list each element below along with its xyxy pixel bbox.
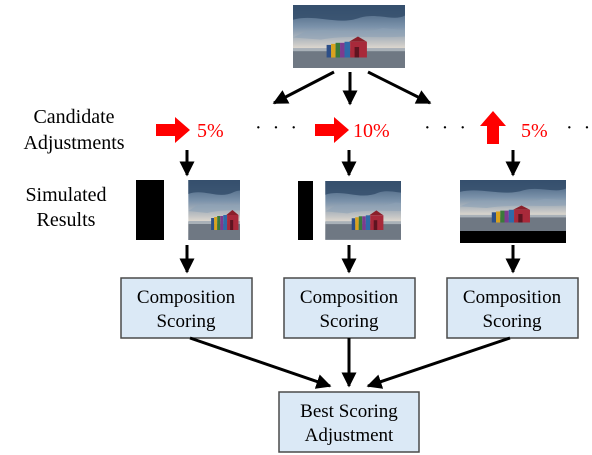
simulated-label-line1: Simulated [25,184,106,206]
simulated-result-image [460,180,566,243]
simulated-result-image [136,180,265,240]
best-box-line1: Best Scoring [300,401,398,422]
split-arrows [272,70,432,106]
best-scoring-box: Best Scoring Adjustment [278,391,420,453]
simulated-result-image [298,181,414,240]
composition-scoring-box: Composition Scoring [120,277,253,339]
composition-scoring-box: Composition Scoring [283,277,416,339]
candidate-label-line2: Adjustments [23,132,124,154]
scoring-box-line2: Scoring [156,311,216,332]
more-dots: · · · [255,117,300,139]
more-dots: · · · [566,117,592,139]
adjustment-up-arrow-icon [480,111,506,144]
scoring-box-line1: Composition [463,287,562,308]
scoring-box-line2: Scoring [482,311,542,332]
scoring-box-line1: Composition [300,287,399,308]
more-dots: · · · [424,117,469,139]
best-box-line2: Adjustment [305,425,394,446]
composition-scoring-box: Composition Scoring [446,277,579,339]
adjustment-value: 5% [521,120,548,142]
simulated-label-line2: Results [37,209,96,231]
result-arrows [179,150,521,177]
candidate-label-line1: Candidate [33,106,114,128]
adjustment-right-arrow-icon [156,117,190,143]
scoring-arrows [179,245,521,274]
adjustment-value: 5% [197,120,224,142]
original-image [293,5,405,68]
adjustment-right-arrow-icon [315,117,349,143]
scoring-box-line1: Composition [137,287,236,308]
merge-arrows [189,336,511,389]
adjustment-value: 10% [353,120,390,142]
scoring-box-line2: Scoring [319,311,379,332]
